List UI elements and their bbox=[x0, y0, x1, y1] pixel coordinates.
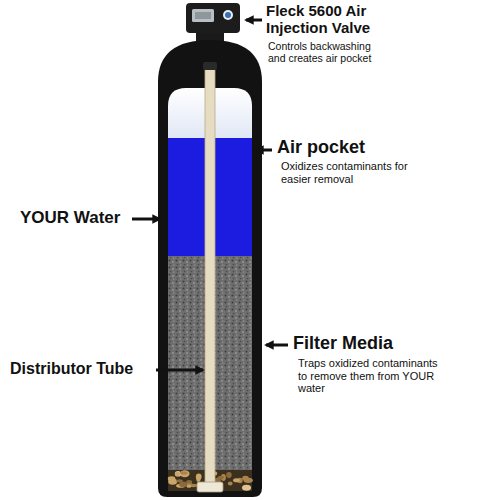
part-description: Traps oxidized contaminants to remove th… bbox=[298, 357, 448, 395]
leader-arrow bbox=[246, 19, 262, 22]
valve-display bbox=[192, 9, 214, 22]
gravel-stone bbox=[175, 471, 181, 477]
gravel-stone bbox=[226, 472, 232, 478]
gravel-stone bbox=[175, 472, 180, 476]
gravel-stone bbox=[186, 485, 191, 488]
tank-shell bbox=[158, 40, 262, 497]
gravel-stone bbox=[196, 474, 202, 480]
part-name: Filter Media bbox=[293, 333, 393, 354]
tube-top bbox=[203, 62, 217, 70]
distributor-tube bbox=[205, 66, 215, 486]
gravel-stone bbox=[233, 478, 240, 482]
part-description: Controls backwashing and creates air poc… bbox=[268, 40, 390, 64]
valve-display-screen bbox=[195, 12, 211, 19]
part-description: Oxidizes contaminants for easier removal bbox=[281, 160, 431, 185]
part-name: Fleck 5600 Air Injection Valve bbox=[266, 2, 416, 37]
part-name: Distributor Tube bbox=[10, 360, 133, 378]
valve-logo bbox=[223, 10, 233, 20]
valve-head bbox=[186, 3, 240, 33]
valve-logo-center bbox=[225, 12, 231, 18]
distributor-basket bbox=[197, 482, 223, 492]
gravel-stone bbox=[242, 485, 251, 491]
gravel-stone bbox=[180, 471, 188, 474]
leader-arrow bbox=[132, 218, 160, 221]
gravel-stone bbox=[176, 479, 182, 482]
leader-arrow bbox=[156, 369, 203, 372]
gravel-stone bbox=[179, 481, 187, 487]
gravel-stone bbox=[228, 481, 233, 485]
gravel-stone bbox=[180, 470, 190, 477]
part-name: YOUR Water bbox=[20, 208, 120, 228]
leader-arrow bbox=[266, 344, 288, 347]
gravel-stone bbox=[186, 480, 192, 484]
part-name: Air pocket bbox=[277, 137, 365, 158]
gravel-stone bbox=[244, 478, 253, 483]
gravel-stone bbox=[168, 478, 177, 484]
leader-arrow bbox=[256, 149, 272, 152]
